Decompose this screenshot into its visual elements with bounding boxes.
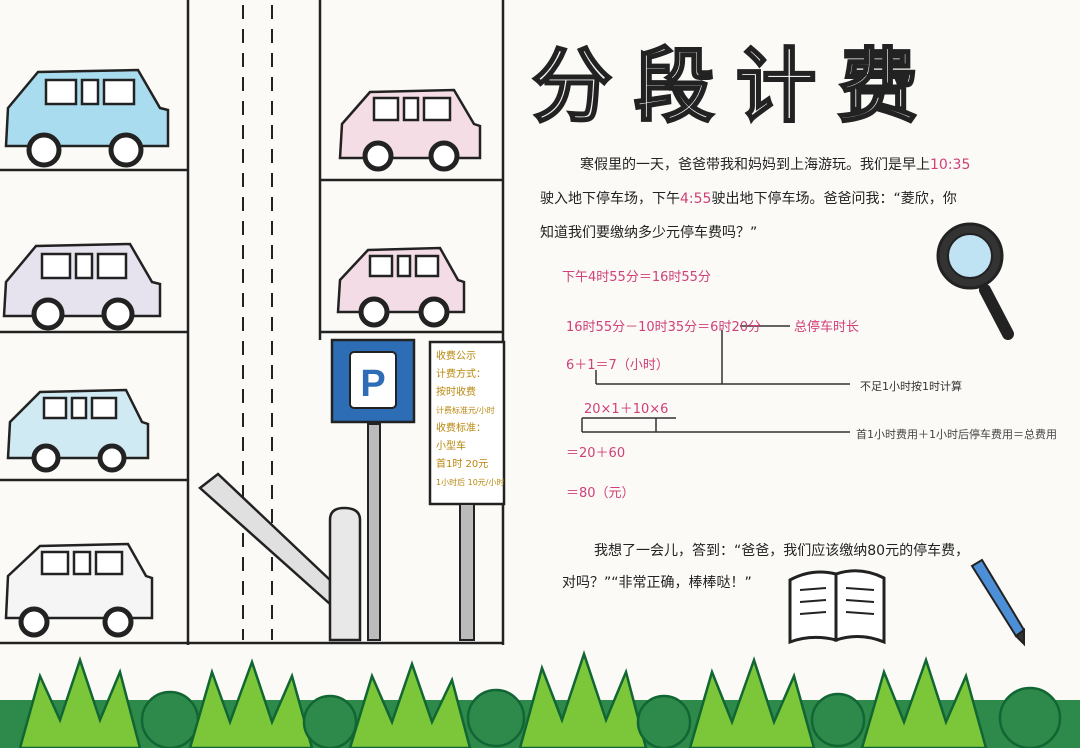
calc-step-5: ＝20＋60 [566,446,626,461]
car-icon-white [4,542,154,638]
calc-step-2-note: 总停车时长 [794,320,860,335]
parking-barrier-gate [198,472,362,642]
story-line-1: 寒假里的一天，爸爸带我和妈妈到上海游玩。我们是早上10:35 [580,148,970,182]
story-line-2: 驶入地下停车场，下午4:55驶出地下停车场。爸爸问我：“菱欣，你 [540,182,957,216]
fee-board-line: 收费公示 [436,351,476,362]
story-line-3: 知道我们要缴纳多少元停车费吗？” [540,225,758,241]
calc-step-3: 6＋1＝7（小时） [566,358,669,373]
parking-sign [330,338,416,641]
car-icon-pink-2 [336,246,466,328]
calc-step-6: ＝80（元） [566,486,635,501]
story-text: 驶入地下停车场，下午 [540,191,680,207]
grass-border [0,650,1080,748]
parking-sign-letter: P [360,363,385,405]
answer-line-1: 我想了一会儿，答到：“爸爸，我们应该缴纳80元的停车费， [594,543,970,559]
answer-line-2: 对吗？”“非常正确，棒棒哒！” [562,575,752,591]
calc-step-3-note: 不足1小时按1时计算 [860,380,962,393]
time-in: 10:35 [930,157,971,173]
fee-board-text: 收费公示 计费方式： 按时收费 计费标准元/小时 收费标准： 小型车 首1时 2… [436,348,505,492]
fee-board-line: 收费标准： [436,423,486,434]
car-icon-blue-2 [6,388,150,473]
car-icon-pink-1 [338,88,482,172]
pencil-icon [970,558,1026,647]
fee-board-line: 计费标准元/小时 [436,406,495,415]
fee-board-line: 按时收费 [436,387,476,398]
fee-board-line: 1小时后 10元/小时 [436,478,505,487]
time-out: 4:55 [680,191,712,207]
fee-board-line: 首1时 20元 [436,459,489,470]
book-icon [788,569,886,645]
fee-board-line: 小型车 [436,441,466,452]
story-text: 寒假里的一天，爸爸带我和妈妈到上海游玩。我们是早上 [580,157,930,173]
car-icon-blue-1 [4,68,170,168]
calc-step-4-note: 首1小时费用＋1小时后停车费用＝总费用 [856,428,1057,441]
fee-info-board [428,340,506,641]
page-title: 分段计费 [531,38,940,135]
calc-step-4: 20×1＋10×6 [584,402,669,417]
calc-step-1: 下午4时55分＝16时55分 [562,270,711,285]
car-icon-gray [2,242,162,331]
magnifier-icon [936,222,1014,340]
calc-step-2: 16时55分－10时35分＝6时20分 [566,320,761,335]
fee-board-line: 计费方式： [436,369,486,380]
parking-lot-lines [0,0,505,645]
story-text: 驶出地下停车场。爸爸问我：“菱欣，你 [711,191,957,207]
calc-connectors [581,325,850,433]
